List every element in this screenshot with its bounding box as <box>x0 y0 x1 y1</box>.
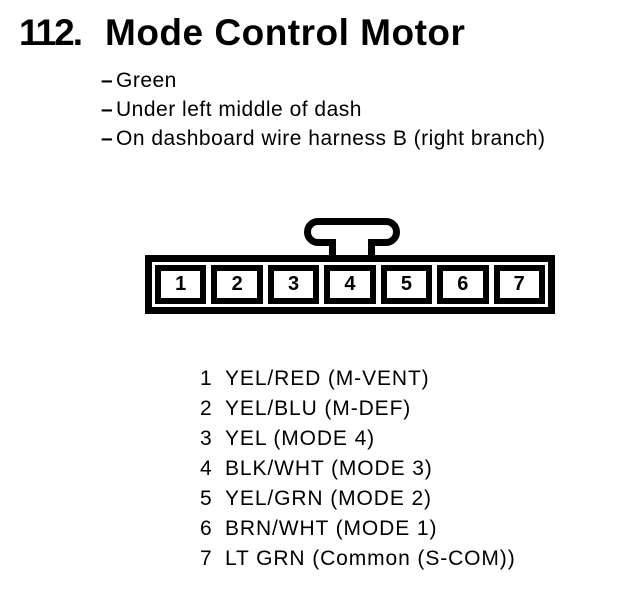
pinout-row: 1 YEL/RED (M-VENT) <box>200 364 516 394</box>
connector-pin-6: 6 <box>437 265 489 304</box>
pinout-description: BLK/WHT (MODE 3) <box>225 457 433 480</box>
pinout-pin-number: 6 <box>200 517 213 540</box>
connector-pin-1: 1 <box>155 265 207 304</box>
pinout-description: BRN/WHT (MODE 1) <box>225 517 438 540</box>
pinout-list: 1 YEL/RED (M-VENT) 2 YEL/BLU (M-DEF) 3 Y… <box>200 364 516 574</box>
pinout-row: 5 YEL/GRN (MODE 2) <box>200 484 516 514</box>
detail-text: Under left middle of dash <box>116 98 362 121</box>
connector-pin-7: 7 <box>493 265 545 304</box>
pinout-pin-number: 2 <box>200 397 213 420</box>
pinout-description: YEL (MODE 4) <box>225 427 376 450</box>
connector-latch-neck <box>329 239 375 255</box>
detail-list: – Green – Under left middle of dash – On… <box>101 66 546 153</box>
pinout-pin-number: 5 <box>200 487 213 510</box>
detail-item-location: – Under left middle of dash <box>101 95 546 124</box>
pinout-row: 3 YEL (MODE 4) <box>200 424 516 454</box>
pinout-pin-number: 3 <box>200 427 213 450</box>
pinout-row: 2 YEL/BLU (M-DEF) <box>200 394 516 424</box>
pinout-description: LT GRN (Common (S-COM)) <box>225 547 516 570</box>
pinout-row: 6 BRN/WHT (MODE 1) <box>200 514 516 544</box>
pinout-row: 4 BLK/WHT (MODE 3) <box>200 454 516 484</box>
detail-item-color: – Green <box>101 66 546 95</box>
pinout-description: YEL/BLU (M-DEF) <box>225 397 412 420</box>
dash-bullet: – <box>101 127 114 150</box>
page-title: Mode Control Motor <box>105 12 466 53</box>
detail-text: Green <box>116 69 177 92</box>
pinout-row: 7 LT GRN (Common (S-COM)) <box>200 544 516 574</box>
connector-pin-2: 2 <box>211 265 263 304</box>
pinout-pin-number: 1 <box>200 367 213 390</box>
pinout-pin-number: 4 <box>200 457 213 480</box>
pinout-description: YEL/GRN (MODE 2) <box>225 487 432 510</box>
pinout-pin-number: 7 <box>200 547 213 570</box>
dash-bullet: – <box>101 69 114 92</box>
dash-bullet: – <box>101 98 114 121</box>
detail-text: On dashboard wire harness B (right branc… <box>116 127 546 150</box>
connector-pin-4: 4 <box>324 265 376 304</box>
connector-body: 1 2 3 4 5 6 7 <box>145 255 555 314</box>
section-number: 112. <box>19 12 83 53</box>
section-heading: 112. Mode Control Motor <box>19 12 465 54</box>
detail-item-harness: – On dashboard wire harness B (right bra… <box>101 124 546 153</box>
connector-pin-5: 5 <box>380 265 433 304</box>
connector-pin-3: 3 <box>267 265 320 304</box>
pinout-description: YEL/RED (M-VENT) <box>225 367 430 390</box>
